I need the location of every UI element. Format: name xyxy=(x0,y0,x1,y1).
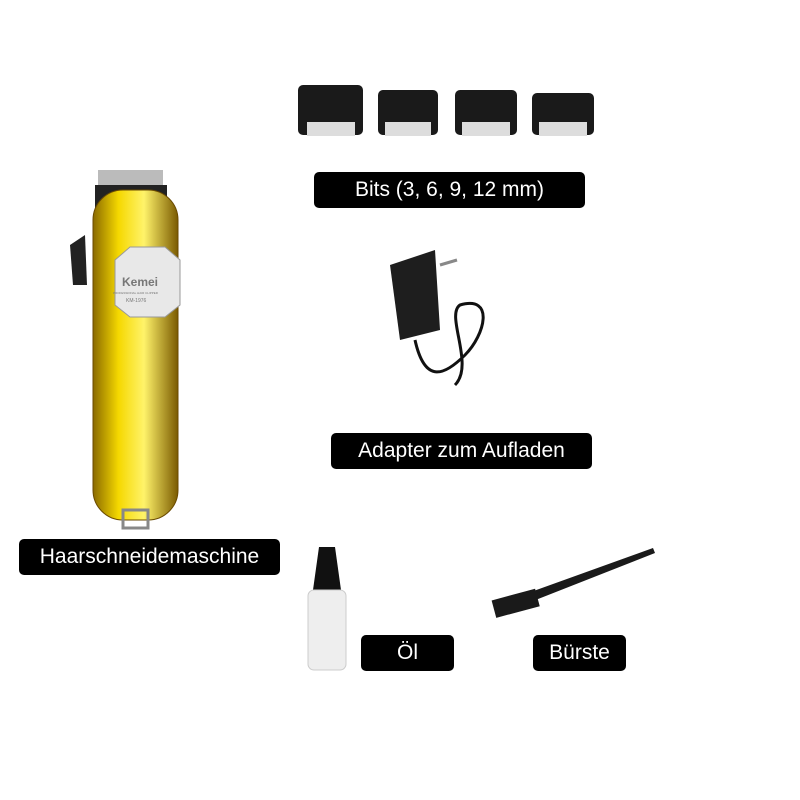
oil-bottle-image xyxy=(307,547,347,671)
brush-image xyxy=(491,548,655,618)
clipper-label: Haarschneidemaschine xyxy=(19,539,280,575)
charger-adapter-image xyxy=(390,250,485,387)
guide-combs-image xyxy=(298,85,594,136)
clipper-logo-model: KM-1976 xyxy=(126,298,147,304)
clipper-logo-brand: Kemei xyxy=(122,275,159,289)
oil-label: Öl xyxy=(361,635,454,671)
bits-label: Bits (3, 6, 9, 12 mm) xyxy=(314,172,585,208)
hair-clipper-image xyxy=(70,170,181,530)
brush-label: Bürste xyxy=(533,635,626,671)
clipper-logo-tagline: PROFESSIONAL HAIR CLIPPER xyxy=(113,291,158,295)
adapter-label: Adapter zum Aufladen xyxy=(331,433,592,469)
